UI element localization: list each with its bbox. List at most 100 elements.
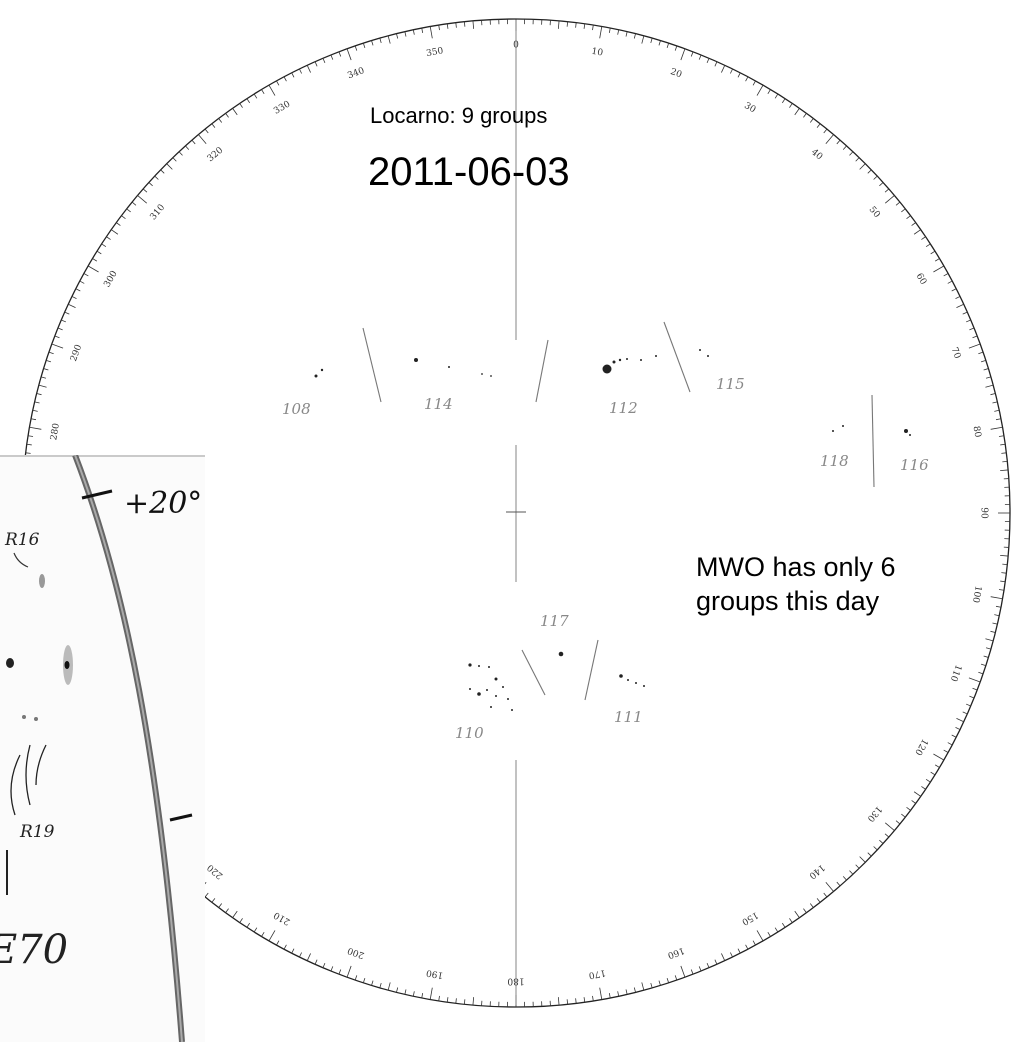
degree-tick <box>690 969 694 975</box>
degree-tick <box>463 999 466 1005</box>
degree-tick <box>1002 563 1008 566</box>
degree-tick <box>43 368 49 371</box>
degree-tick <box>362 977 366 983</box>
latitude-tick <box>81 489 113 500</box>
degree-tick <box>166 163 173 170</box>
degree-label: 290 <box>69 343 84 363</box>
degree-tick <box>25 452 31 454</box>
degree-tick <box>330 966 334 972</box>
degree-label: 80 <box>970 425 982 438</box>
degree-tick <box>276 80 280 86</box>
degree-tick <box>154 175 159 180</box>
degree-tick <box>1000 554 1009 557</box>
degree-tick <box>253 927 258 933</box>
degree-tick <box>396 33 399 39</box>
degree-tick <box>947 280 953 284</box>
degree-tick <box>816 898 821 903</box>
group-label: 110 <box>455 724 484 742</box>
degree-tick <box>956 303 964 308</box>
degree-tick <box>781 922 786 928</box>
degree-tick <box>346 965 352 978</box>
degree-tick <box>261 89 265 95</box>
degree-tick <box>737 72 741 78</box>
degree-tick <box>354 45 358 51</box>
degree-tick <box>36 393 42 396</box>
degree-tick <box>438 995 440 1001</box>
degree-tick <box>925 778 931 783</box>
degree-tick <box>990 393 996 396</box>
degree-tick <box>371 40 374 46</box>
degree-tick <box>968 343 981 349</box>
degree-tick <box>1001 572 1007 574</box>
degree-tick <box>204 128 209 134</box>
degree-tick <box>978 351 984 355</box>
degree-tick <box>951 734 957 738</box>
degree-tick <box>823 128 828 134</box>
degree-tick <box>178 151 183 156</box>
degree-tick <box>106 236 111 240</box>
degree-tick <box>666 43 670 49</box>
degree-tick <box>41 376 47 379</box>
degree-tick <box>884 833 890 838</box>
degree-tick <box>884 822 895 831</box>
degree-tick <box>225 908 229 913</box>
degree-tick <box>396 987 399 993</box>
group-label: 118 <box>820 452 849 470</box>
mwo-drawing-inset: +20° R16 R19 E70 <box>0 455 205 1042</box>
degree-tick <box>809 903 814 908</box>
degree-tick <box>752 940 756 946</box>
degree-tick <box>895 820 901 825</box>
degree-tick <box>185 145 190 150</box>
degree-tick <box>111 229 119 235</box>
degree-tick <box>730 68 733 74</box>
degree-tick <box>873 175 878 180</box>
degree-tick <box>714 959 718 965</box>
degree-tick <box>225 113 229 118</box>
degree-tick <box>836 139 841 145</box>
degree-tick <box>32 409 38 412</box>
degree-tick <box>721 953 726 961</box>
degree-tick <box>191 139 196 145</box>
degree-tick <box>137 195 148 204</box>
degree-label: 210 <box>272 909 292 926</box>
degree-tick <box>29 426 42 430</box>
degree-tick <box>314 61 318 67</box>
degree-tick <box>463 21 466 27</box>
degree-tick <box>57 327 63 331</box>
degree-tick <box>774 927 779 933</box>
degree-tick <box>1000 580 1006 583</box>
inset-group-label: R16 <box>4 530 40 550</box>
degree-tick <box>849 151 854 156</box>
degree-tick <box>218 903 223 908</box>
degree-tick <box>446 997 449 1003</box>
degree-tick <box>261 931 265 937</box>
degree-label: 350 <box>425 46 444 59</box>
degree-tick <box>429 987 433 1000</box>
degree-tick <box>650 982 653 988</box>
degree-tick <box>291 948 295 954</box>
degree-tick <box>557 20 560 29</box>
degree-tick <box>994 409 1000 412</box>
degree-tick <box>48 351 54 355</box>
mwo-note-line-2: groups this day <box>696 586 880 616</box>
degree-tick <box>599 26 603 39</box>
degree-tick <box>625 31 628 37</box>
degree-tick <box>698 54 702 60</box>
degree-tick <box>96 250 102 255</box>
degree-tick <box>745 76 749 82</box>
degree-tick <box>930 250 936 255</box>
degree-label: 150 <box>740 909 760 926</box>
degree-tick <box>429 26 433 39</box>
degree-tick <box>933 265 945 273</box>
degree-tick <box>972 687 978 691</box>
degree-tick <box>789 103 793 108</box>
degree-tick <box>674 975 678 981</box>
degree-tick <box>730 952 733 958</box>
degree-label: 60 <box>914 272 929 287</box>
degree-tick <box>75 288 81 292</box>
degree-label: 50 <box>867 205 882 220</box>
group-label: 116 <box>900 456 929 474</box>
degree-tick <box>617 29 620 35</box>
group-label: 112 <box>609 399 638 417</box>
degree-tick <box>965 703 971 707</box>
